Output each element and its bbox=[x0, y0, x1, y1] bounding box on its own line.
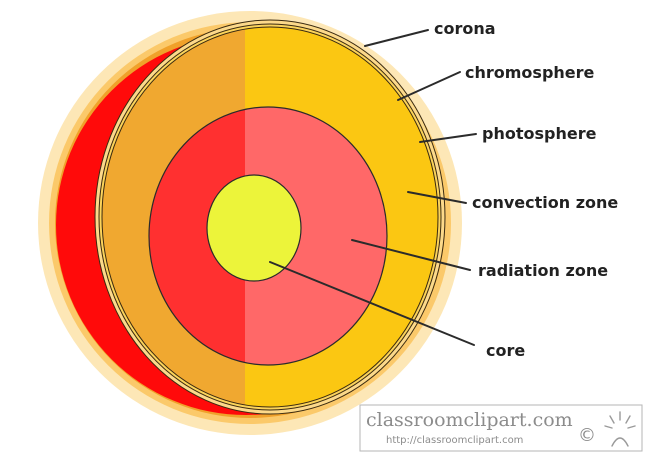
radiation-zone-label: radiation zone bbox=[478, 261, 608, 280]
copyright-icon: © bbox=[578, 425, 596, 446]
corona-label: corona bbox=[434, 19, 496, 38]
watermark-site: classroomclipart.com bbox=[366, 409, 573, 431]
core-label: core bbox=[486, 341, 525, 360]
watermark: classroomclipart.com http://classroomcli… bbox=[360, 405, 642, 451]
core-layer bbox=[207, 175, 301, 281]
chromosphere-label: chromosphere bbox=[465, 63, 595, 82]
convection-zone-label: convection zone bbox=[472, 193, 618, 212]
watermark-url: http://classroomclipart.com bbox=[386, 435, 523, 446]
photosphere-label: photosphere bbox=[482, 124, 597, 143]
corona-leader bbox=[365, 30, 428, 46]
